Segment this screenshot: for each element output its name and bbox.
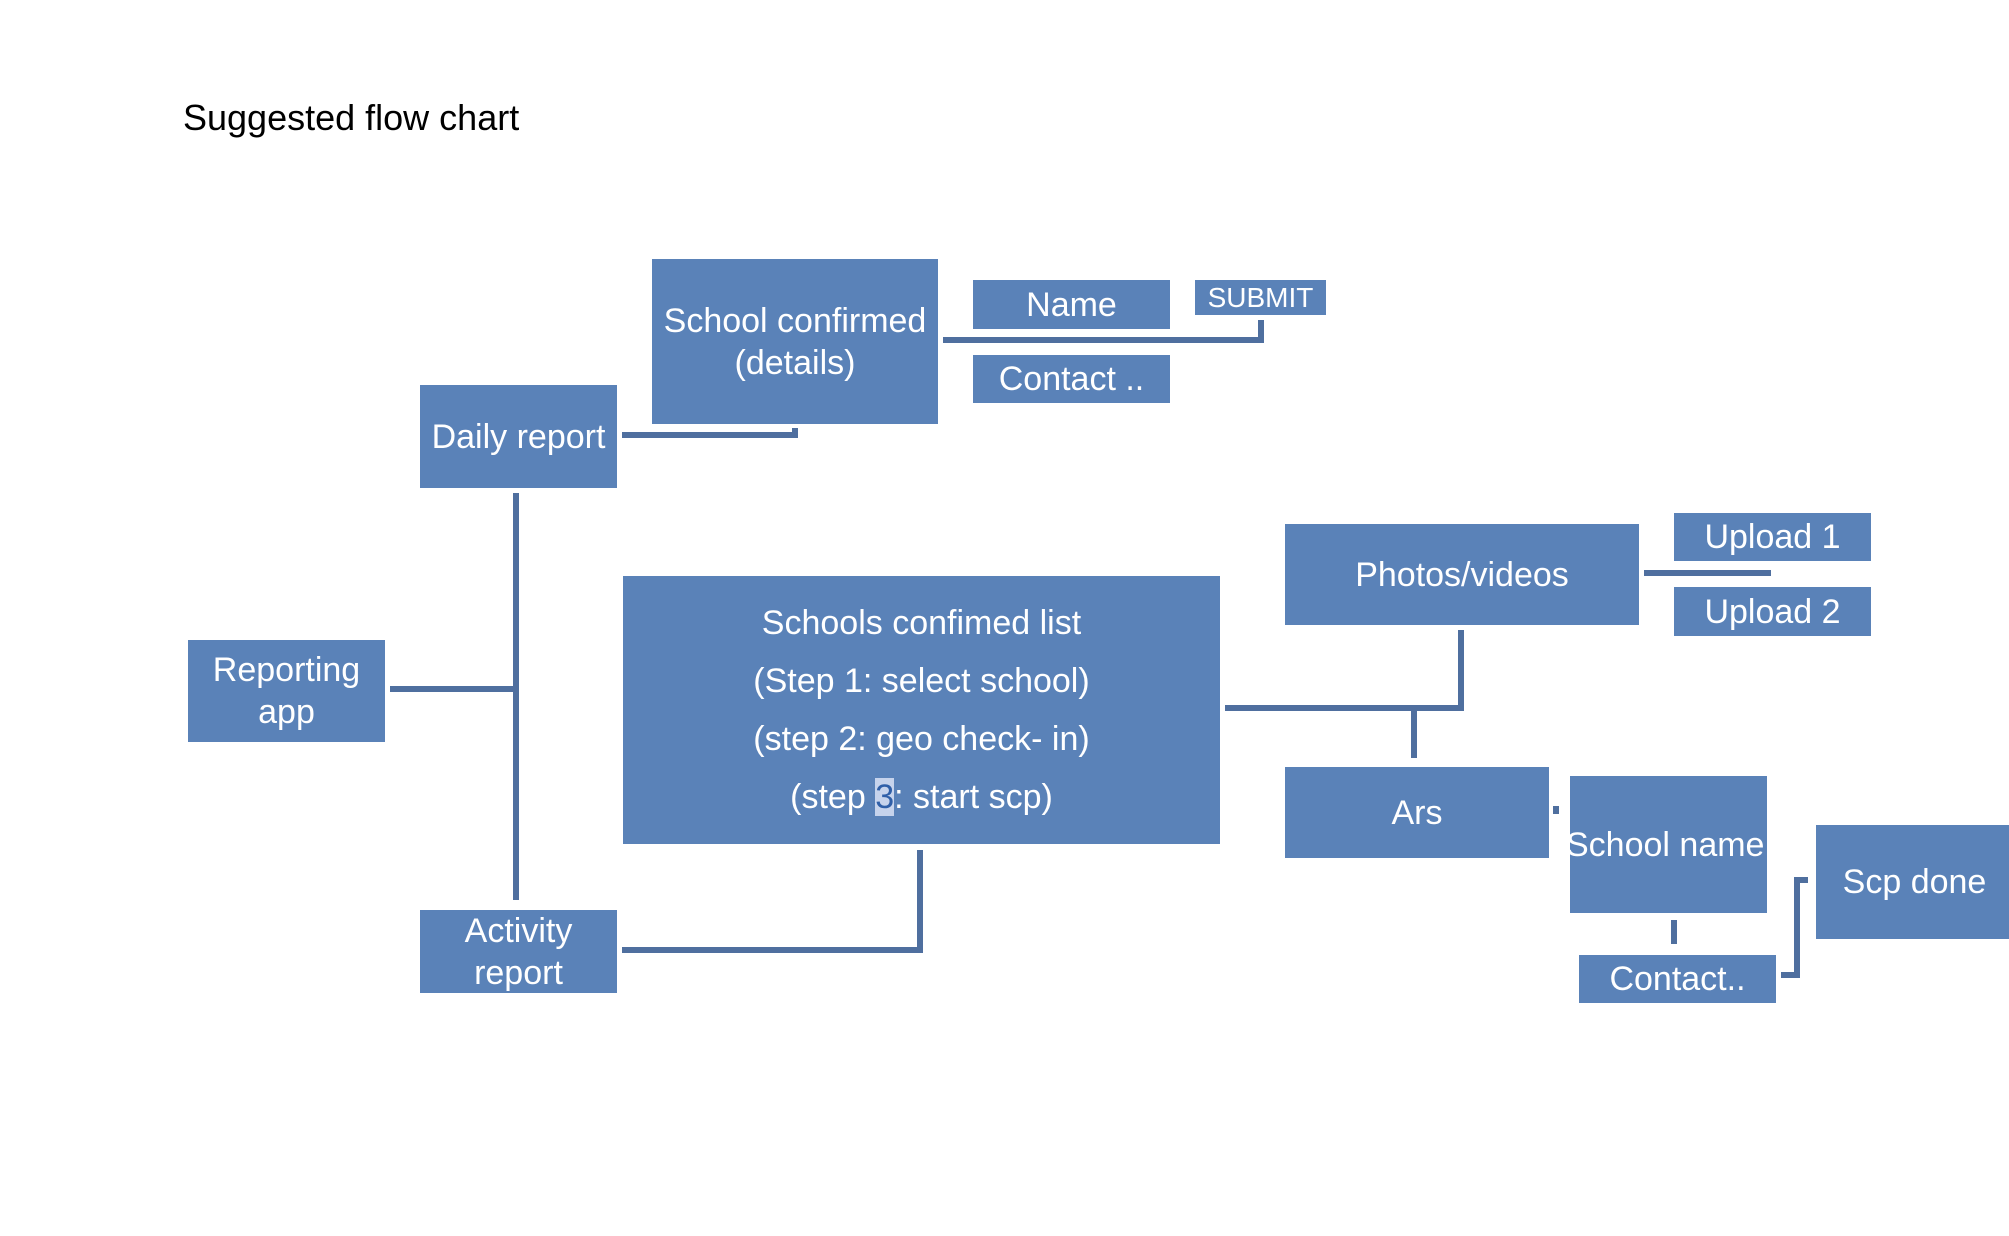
node-label: Photos/videos <box>1355 555 1569 594</box>
connector-details-submit <box>943 320 1264 343</box>
list-line-3: (step 2: geo check- in) <box>753 720 1090 758</box>
node-school-name[interactable]: School name <box>1570 776 1767 913</box>
node-label: School confirmed (details) <box>663 301 927 382</box>
node-submit[interactable]: SUBMIT <box>1195 280 1326 315</box>
page-title: Suggested flow chart <box>183 97 520 138</box>
list-line-2: (Step 1: select school) <box>753 662 1090 700</box>
node-contact[interactable]: Contact .. <box>973 355 1170 403</box>
connector-list-branch <box>1225 630 1464 711</box>
node-label: Contact.. <box>1609 960 1746 998</box>
list-line-4-pre: (step <box>790 778 876 816</box>
node-label-group: Schools confimed list (Step 1: select sc… <box>753 594 1090 826</box>
list-line-4-post: : start scp) <box>894 778 1053 816</box>
node-activity-report[interactable]: Activity report <box>420 910 617 993</box>
node-label: Name <box>1026 285 1117 324</box>
node-label: Upload 1 <box>1704 518 1841 556</box>
node-photos-videos[interactable]: Photos/videos <box>1285 524 1639 625</box>
node-label: Ars <box>1391 793 1443 832</box>
node-label: School name <box>1570 825 1765 864</box>
node-label: Reporting app <box>212 651 361 731</box>
connector-daily-school-confirmed <box>622 428 798 438</box>
node-upload-2[interactable]: Upload 2 <box>1674 587 1871 636</box>
node-name[interactable]: Name <box>973 280 1170 329</box>
node-scp-done[interactable]: Scp done <box>1816 825 2009 939</box>
node-label: Scp done <box>1842 863 1987 901</box>
connector-contact-scp-done <box>1781 877 1808 978</box>
node-daily-report[interactable]: Daily report <box>420 385 617 488</box>
node-contact-2[interactable]: Contact.. <box>1579 955 1776 1003</box>
text-selection-highlight: 3 <box>875 778 895 816</box>
node-school-confirmed[interactable]: School confirmed (details) <box>652 259 938 424</box>
node-label: Upload 2 <box>1704 592 1841 631</box>
connector-activity-list <box>622 850 923 953</box>
node-reporting-app[interactable]: Reporting app <box>188 640 385 742</box>
node-label: Daily report <box>431 417 606 456</box>
node-schools-confirmed-list[interactable]: Schools confimed list (Step 1: select sc… <box>623 576 1220 844</box>
node-label: SUBMIT <box>1207 281 1314 313</box>
node-upload-1[interactable]: Upload 1 <box>1674 513 1871 561</box>
list-line-1: Schools confimed list <box>761 604 1082 642</box>
node-label: Contact .. <box>998 360 1145 398</box>
node-ars[interactable]: Ars <box>1285 767 1549 858</box>
list-line-4: (step 3: start scp) <box>753 768 1089 826</box>
node-label: Activity report <box>464 911 573 992</box>
